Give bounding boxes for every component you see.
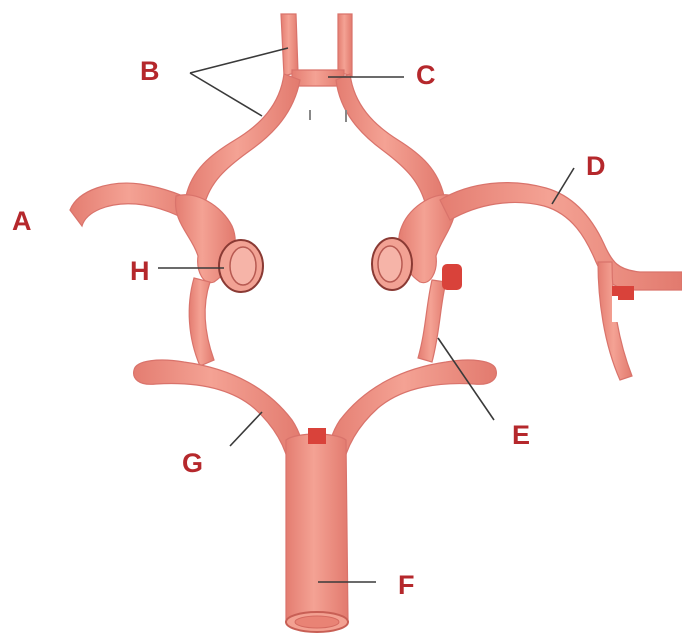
leader-b-lower xyxy=(190,73,262,116)
left-anterior-cerebral-artery xyxy=(281,14,298,76)
right-anterior-cerebral-artery xyxy=(338,14,352,76)
right-choroidal-stub xyxy=(442,264,462,290)
basilar-lumen xyxy=(295,616,339,628)
leader-b-upper xyxy=(190,48,288,73)
label-c: C xyxy=(416,60,436,90)
label-g: G xyxy=(182,448,203,478)
label-f: F xyxy=(398,570,415,600)
label-d: D xyxy=(586,151,606,181)
right-posterior-cerebral-artery xyxy=(328,360,496,470)
label-b: B xyxy=(140,56,160,86)
basilar-branch-stub xyxy=(308,428,326,444)
left-internal-carotid-lumen xyxy=(230,247,256,285)
label-a: A xyxy=(12,206,32,236)
right-mca-cut-gap xyxy=(612,296,618,322)
label-h: H xyxy=(130,256,150,286)
right-posterior-communicating-artery xyxy=(418,280,446,362)
right-aca-segment xyxy=(336,74,444,206)
vessel-network xyxy=(70,14,682,632)
basilar-artery xyxy=(286,434,348,622)
leader-g xyxy=(230,412,262,446)
right-internal-carotid-lumen xyxy=(378,246,402,282)
right-middle-cerebral-artery xyxy=(440,183,682,290)
left-posterior-cerebral-artery xyxy=(134,360,304,470)
left-posterior-communicating-artery xyxy=(189,278,214,366)
label-e: E xyxy=(512,420,530,450)
left-aca-segment xyxy=(186,74,300,206)
